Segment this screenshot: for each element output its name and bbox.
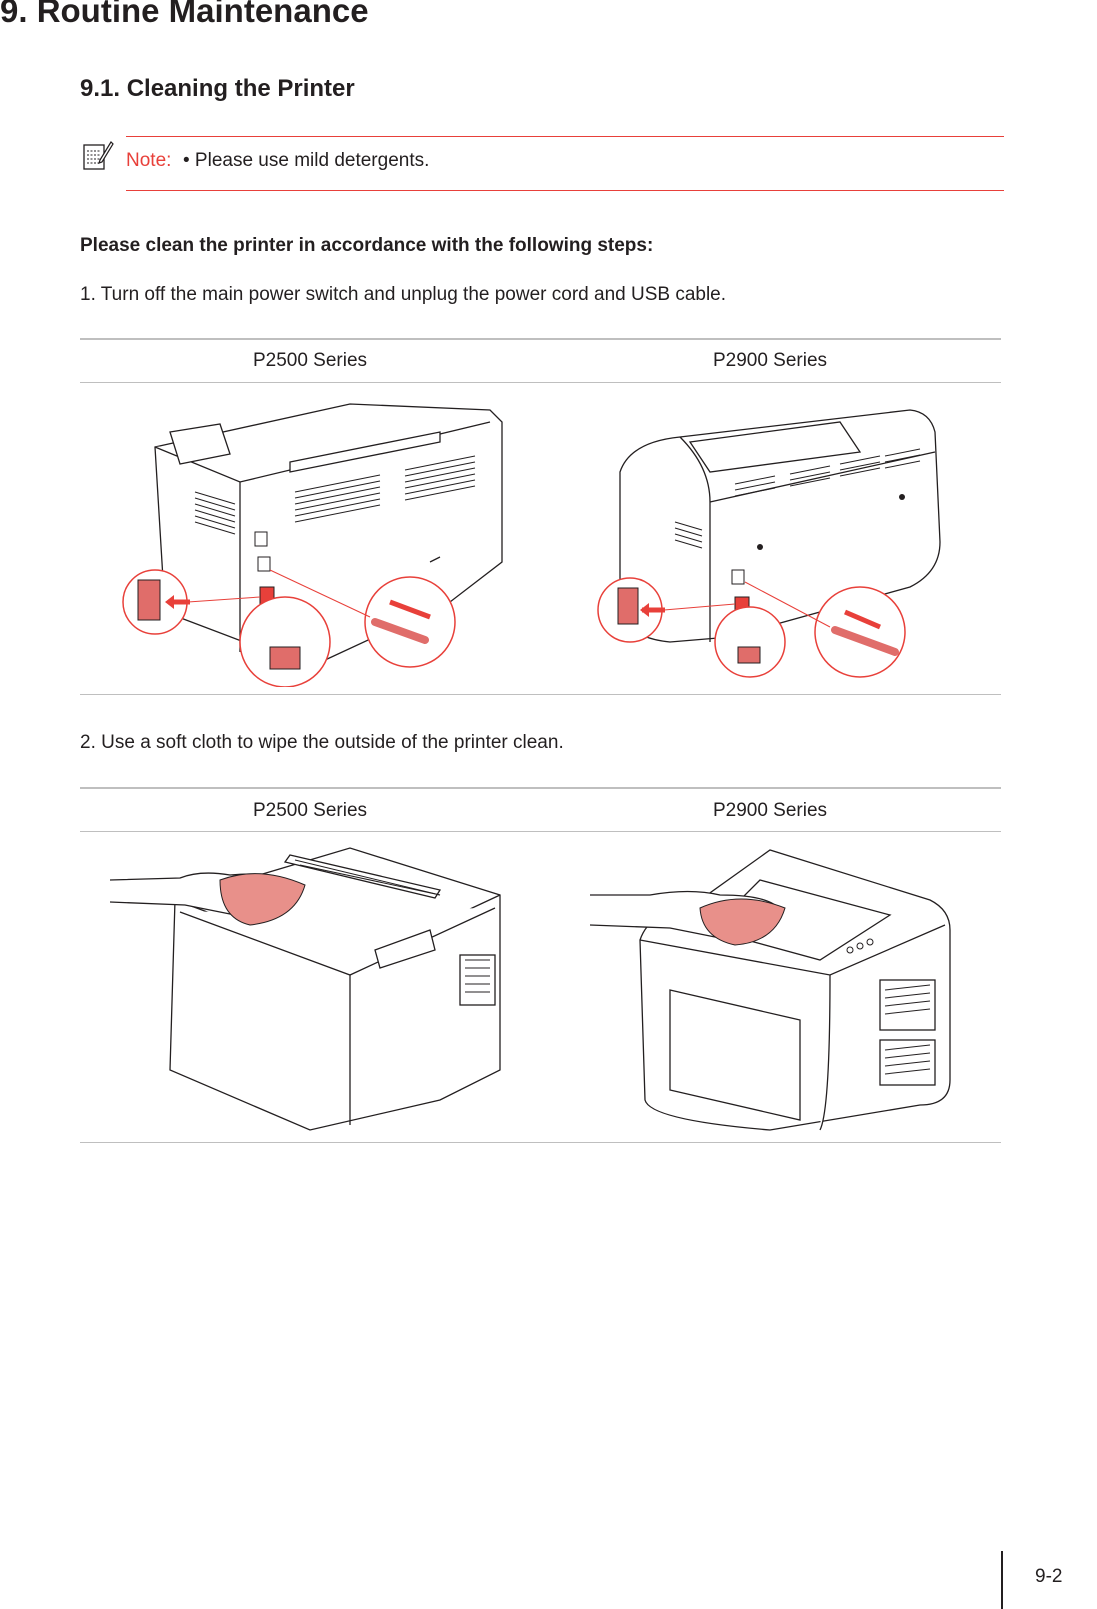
figure-p2900-wipe	[590, 849, 951, 1131]
intro-text: Please clean the printer in accordance w…	[80, 235, 654, 256]
table-1-col-p2500: P2500 Series	[252, 350, 368, 371]
footer-bar	[1001, 1551, 1003, 1609]
step-2-text: 2. Use a soft cloth to wipe the outside …	[80, 732, 564, 753]
figure-p2500-unplug	[122, 403, 503, 687]
table-2-header-rule	[80, 831, 1001, 832]
note-text: • Please use mild detergents.	[183, 150, 430, 171]
table-2-col-p2900: P2900 Series	[712, 800, 828, 821]
section-title: 9.1. Cleaning the Printer	[80, 75, 355, 102]
table-2-col-p2500: P2500 Series	[252, 800, 368, 821]
note-top-rule	[126, 136, 1004, 137]
figure-p2500-wipe	[110, 847, 501, 1131]
table-1-top-rule	[80, 338, 1001, 340]
page-number: 9-2	[1035, 1566, 1063, 1587]
table-1-col-p2900: P2900 Series	[712, 350, 828, 371]
table-2-bottom-rule	[80, 1142, 1001, 1143]
note-label: Note:	[126, 150, 172, 171]
table-1-bottom-rule	[80, 694, 1001, 695]
chapter-title: 9. Routine Maintenance	[0, 0, 369, 29]
note-pad-icon	[83, 141, 114, 170]
step-1-text: 1. Turn off the main power switch and un…	[80, 284, 727, 305]
table-2-top-rule	[80, 787, 1001, 789]
figure-p2900-unplug	[597, 409, 941, 678]
note-bottom-rule	[126, 190, 1004, 191]
table-1-header-rule	[80, 382, 1001, 383]
